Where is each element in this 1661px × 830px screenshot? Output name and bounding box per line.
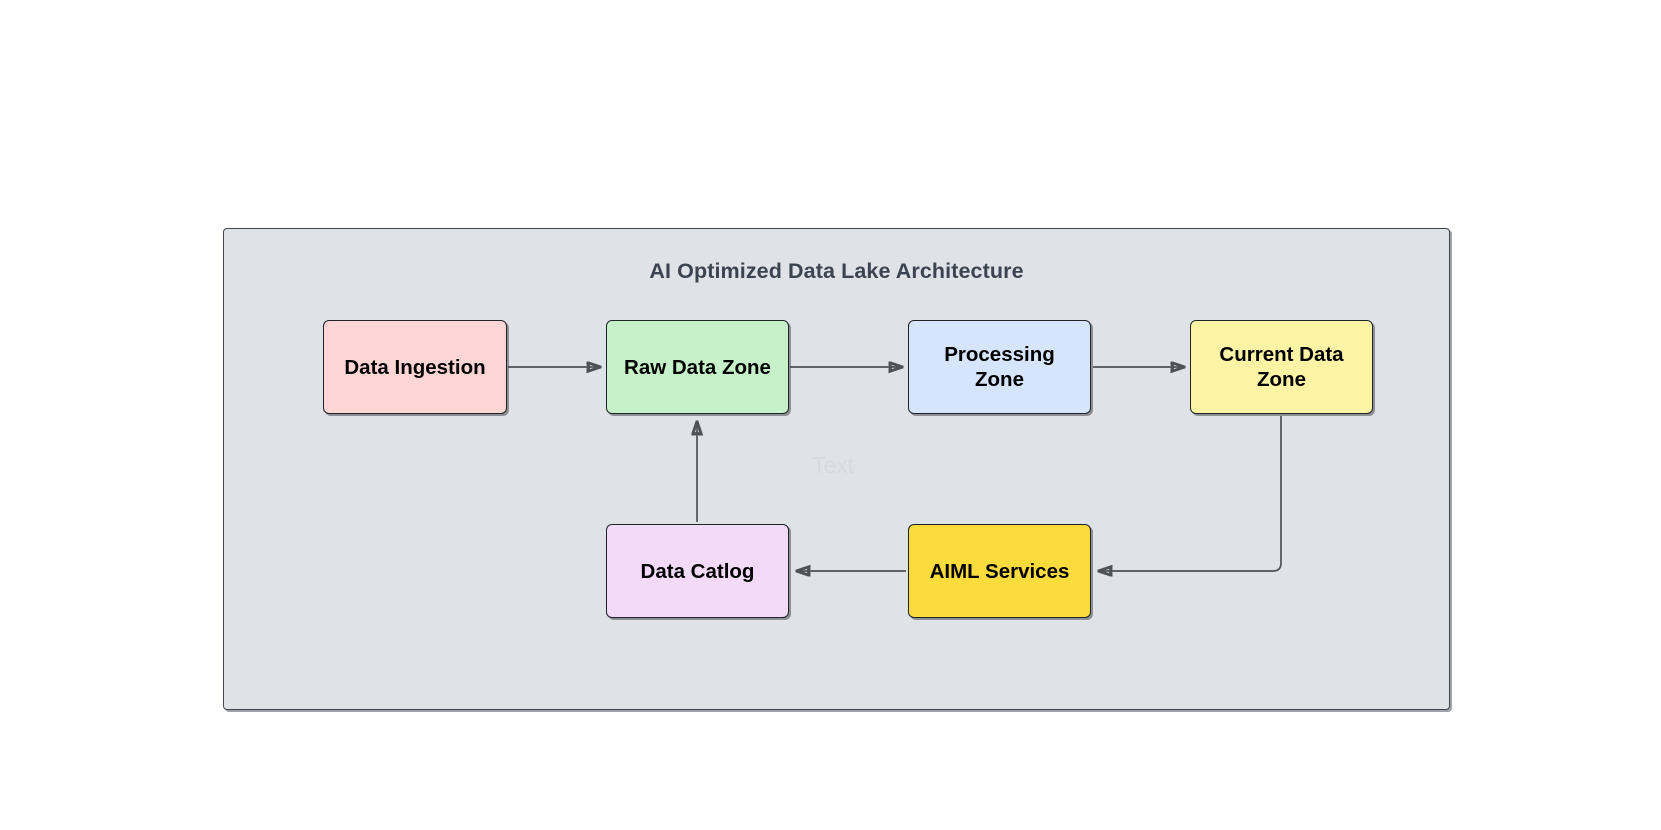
node-processing-zone[interactable]: Processing Zone bbox=[908, 320, 1091, 414]
node-current-data-zone[interactable]: Current Data Zone bbox=[1190, 320, 1373, 414]
diagram-title: AI Optimized Data Lake Architecture bbox=[649, 259, 1024, 283]
node-aiml-services[interactable]: AIML Services bbox=[908, 524, 1091, 618]
node-data-ingestion[interactable]: Data Ingestion bbox=[323, 320, 507, 414]
text-watermark-label: Text bbox=[812, 452, 855, 478]
node-data-catlog[interactable]: Data Catlog bbox=[606, 524, 789, 618]
node-raw-data-zone[interactable]: Raw Data Zone bbox=[606, 320, 789, 414]
